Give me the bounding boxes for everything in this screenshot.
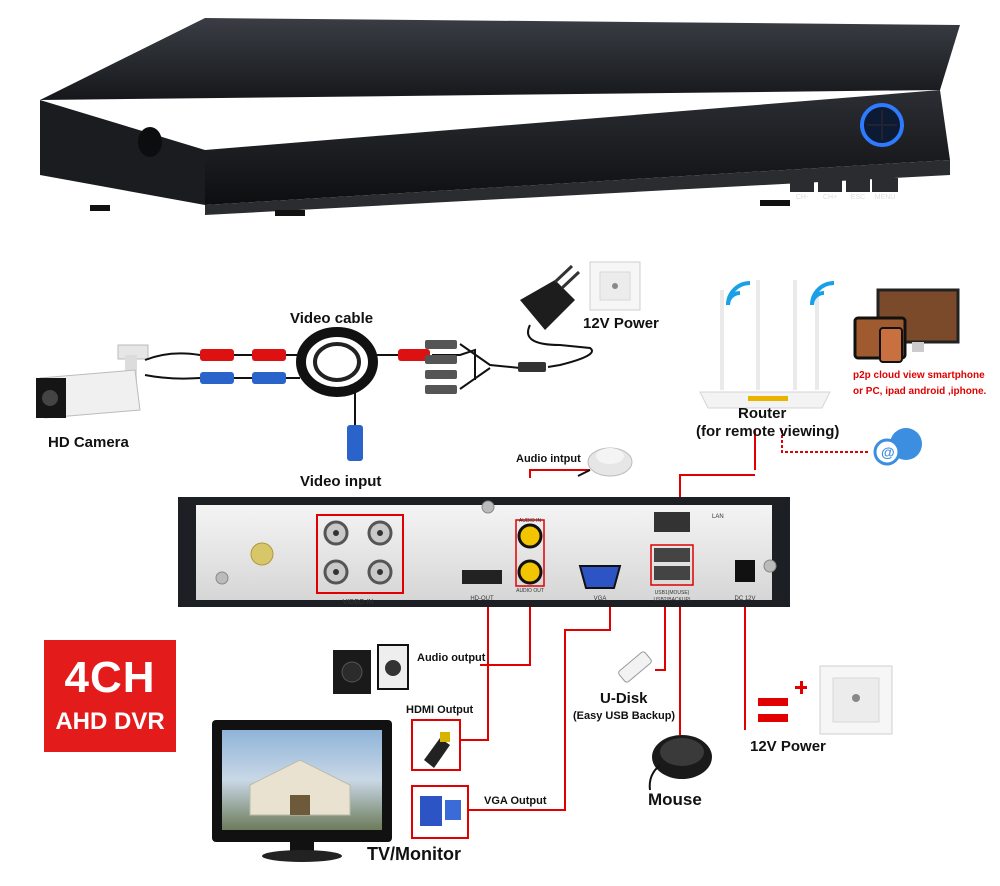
label-udisk-sub: (Easy USB Backup) [573, 710, 676, 722]
vga-cable-box [411, 785, 469, 839]
vga-port [578, 565, 622, 589]
label-hdmi-output: HDMI Output [406, 704, 474, 716]
badge-line2: AHD DVR [55, 708, 165, 735]
hdmi-cable-box [411, 719, 461, 771]
power-symbol [758, 681, 807, 722]
label-tv-monitor: TV/Monitor [367, 844, 461, 864]
panel-label-usb1: USB1(MOUSE) [655, 590, 690, 596]
svg-text:@: @ [881, 444, 895, 460]
wall-socket-top [589, 261, 641, 311]
label-p2p-line1: p2p cloud view smartphone [853, 370, 985, 381]
audio-in-port [517, 523, 543, 549]
dvr-rear-panel [178, 497, 790, 607]
dc-port [735, 560, 755, 582]
audio-out-port [517, 559, 543, 585]
bnc-connectors [323, 520, 393, 585]
label-video-input: Video input [300, 473, 382, 490]
label-router: Router [738, 405, 787, 422]
mouse [648, 735, 712, 791]
panel-label-vga: VGA [594, 596, 607, 602]
label-power-bottom: 12V Power [750, 738, 826, 755]
video-in-highlight [316, 514, 404, 594]
speakers [333, 644, 409, 694]
label-p2p-line2: or PC, ipad android ,iphone. [853, 386, 987, 397]
label-udisk: U-Disk [600, 690, 648, 707]
panel-label-video-in: VIDEO IN [343, 599, 374, 606]
panel-label-audio-out: AUDIO OUT [516, 588, 544, 594]
panel-label-audio-in: AUDIO IN [519, 518, 542, 524]
label-router-sub: (for remote viewing) [696, 423, 840, 440]
router [699, 280, 831, 409]
panel-label-usb2: USB2(BACKUP) [654, 597, 691, 603]
power-adapter [520, 264, 593, 368]
video-cable [144, 327, 546, 461]
wifi-icon [726, 281, 835, 306]
client-devices [853, 288, 960, 363]
internet-globe-icon: @ [873, 428, 922, 466]
panel-label-dc: DC 12V [734, 596, 755, 602]
label-vga-output: VGA Output [484, 795, 547, 807]
hdmi-port [462, 570, 502, 584]
hd-camera [36, 344, 149, 419]
btn-ch-minus: CH- [796, 194, 809, 201]
dvr-side-vent [138, 127, 162, 157]
badge-line1: 4CH [64, 653, 156, 702]
tv-monitor [212, 720, 392, 862]
dvr-front-device [40, 18, 960, 216]
panel-label-lan: LAN [712, 514, 724, 520]
usb-port-1 [654, 548, 690, 562]
wall-socket-bottom [819, 665, 893, 735]
lan-port [654, 512, 690, 532]
u-disk [618, 651, 652, 683]
label-audio-intput: Audio intput [516, 453, 581, 465]
panel-label-hd-out: HD-OUT [470, 596, 494, 602]
btn-ch-plus: CH+ [823, 194, 837, 201]
label-power-top: 12V Power [583, 315, 659, 332]
microphone [577, 447, 633, 477]
label-hd-camera: HD Camera [48, 434, 129, 451]
usb-port-2 [654, 566, 690, 580]
label-mouse: Mouse [648, 790, 702, 809]
label-video-cable: Video cable [290, 310, 374, 327]
btn-menu: MENU [875, 194, 896, 201]
product-badge: 4CH AHD DVR [44, 640, 176, 752]
label-audio-output: Audio output [417, 652, 486, 664]
btn-esc: ESC [851, 194, 865, 201]
